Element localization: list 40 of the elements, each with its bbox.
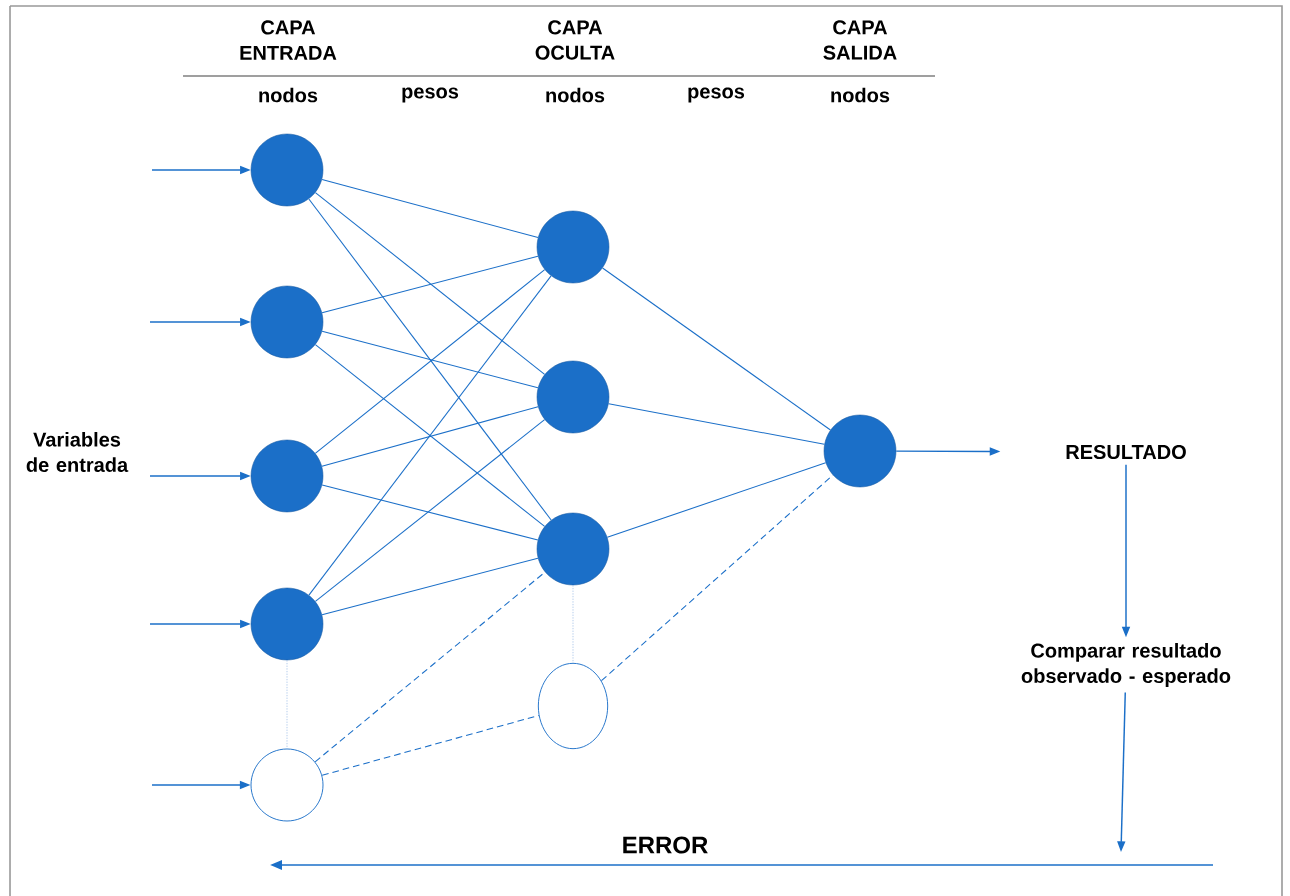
connection-line [308,198,552,521]
layer-heading: CAPA SALIDA [823,20,897,60]
connection-line [314,344,546,527]
column-label: nodos [259,87,318,103]
column-label: pesos [402,87,459,103]
connection-line [321,330,539,389]
connection-line [606,462,827,538]
connection-line [308,275,552,596]
connection-line [321,484,539,541]
dashed-line [321,714,540,776]
neuron-node [250,133,324,207]
node-label: RESULTADO [1066,444,1186,460]
neuron-node [536,360,610,434]
dashed-line [600,474,834,682]
connection-line [314,419,546,602]
column-label: nodos [831,87,890,103]
neuron-node [823,414,897,488]
input-label: Variables de entrada [26,432,129,472]
dashed-line [314,571,546,763]
neuron-node [536,512,610,586]
connection-line [321,178,539,239]
connection-line [321,557,539,616]
connection-line [321,406,539,467]
empty-node [537,662,609,750]
neuron-node [536,210,610,284]
connection-line [314,269,546,454]
connection-line [608,403,825,445]
error-label: ERROR [623,836,708,854]
connection-line [314,192,546,375]
layer-heading: CAPA ENTRADA [240,20,337,60]
empty-node [250,748,324,822]
connection-line [321,255,539,314]
neuron-node [250,285,324,359]
node-label: Comparar resultado observado - esperado [1021,643,1231,687]
neuron-node [250,587,324,661]
column-label: pesos [688,87,745,103]
column-label: nodos [546,87,605,103]
layer-heading: CAPA OCULTA [535,20,615,60]
neuron-node [250,439,324,513]
connection-line [602,267,831,431]
